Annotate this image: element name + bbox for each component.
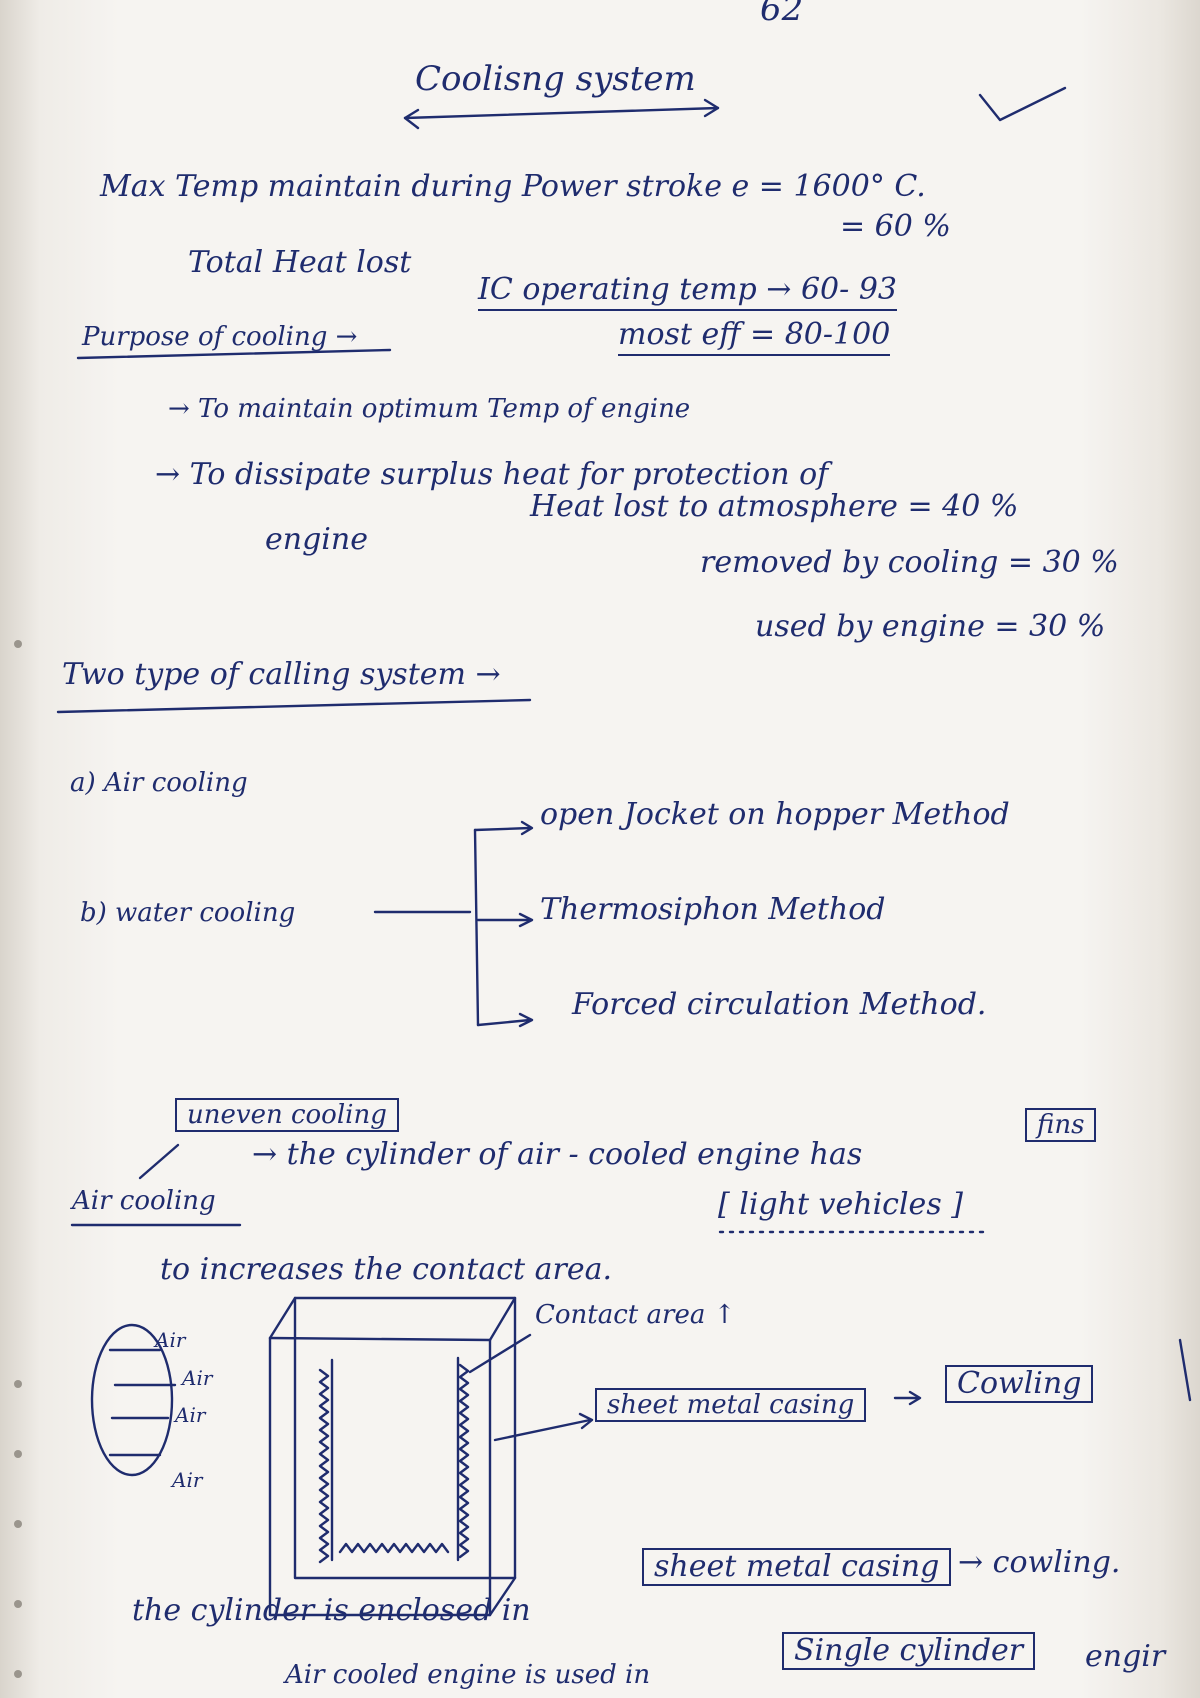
engine-tail-text: engir	[1085, 1639, 1166, 1674]
fins-box: fins	[1025, 1108, 1097, 1142]
uneven-pointer	[138, 1143, 180, 1180]
method-thermosiphon: Thermosiphon Method	[540, 892, 886, 927]
arrowhead-cowling	[908, 1390, 922, 1406]
purpose-point-2-cont: engine	[265, 522, 368, 557]
purpose-point-1: → To maintain optimum Temp of engine	[168, 394, 691, 424]
cowling-box: Cowling	[945, 1365, 1094, 1403]
binding-hole	[14, 1670, 22, 1678]
fins-bottom	[338, 1542, 450, 1554]
single-cylinder-box: Single cylinder	[782, 1632, 1036, 1670]
two-types-underline	[56, 698, 532, 714]
cylinder-enclosed-line: the cylinder is enclosed in	[132, 1593, 531, 1628]
two-types-heading: Two type of calling system →	[62, 657, 501, 692]
block-edge	[488, 1296, 517, 1342]
method-forced-circulation: Forced circulation Method.	[572, 987, 987, 1022]
bracket-bottom	[476, 1018, 532, 1027]
max-temp-line: Max Temp maintain during Power stroke e …	[100, 169, 926, 204]
air-cooling-note: Air cooling	[72, 1186, 216, 1216]
purpose-point-2: → To dissipate surplus heat for protecti…	[155, 457, 829, 492]
page-title: Coolisng system	[415, 59, 696, 99]
arrowhead-method2	[518, 912, 534, 928]
heat-removed-cooling: removed by cooling = 30 %	[700, 545, 1119, 580]
contact-area-label: Contact area ↑	[535, 1300, 736, 1330]
casing-pointer	[493, 1418, 592, 1442]
binding-hole	[14, 640, 22, 648]
air-label-3: Air	[175, 1403, 206, 1427]
arrowhead-right	[703, 98, 720, 118]
check-mark	[978, 86, 1067, 122]
binding-hole	[14, 1380, 22, 1388]
heat-used-engine: used by engine = 30 %	[755, 609, 1106, 644]
stray-mark	[1178, 1338, 1192, 1402]
bracket-top	[473, 826, 532, 832]
air-cooled-engine-line: Air cooled engine is used in	[285, 1660, 651, 1690]
air-label-4: Air	[172, 1468, 203, 1492]
block-edge	[268, 1296, 297, 1340]
ic-operating-temp: IC operating temp → 60- 93	[478, 275, 897, 311]
increase-contact-area: to increases the contact area.	[160, 1252, 613, 1287]
block-edge	[268, 1336, 492, 1342]
method-open-jacket: open Jocket on hopper Method	[540, 797, 1010, 832]
water-cooling-item: b) water cooling	[80, 898, 296, 928]
arrowhead-method3	[518, 1012, 534, 1028]
air-label-1: Air	[155, 1328, 186, 1352]
fins-right	[458, 1363, 470, 1559]
cylinder-outer	[293, 1296, 517, 1580]
title-underline-arrow	[403, 106, 720, 120]
sheet-metal-casing-box: sheet metal casing	[595, 1388, 867, 1422]
air-cooling-item: a) Air cooling	[70, 768, 248, 798]
binding-hole	[14, 1600, 22, 1608]
most-efficient-temp: most eff = 80-100	[618, 320, 891, 356]
arrowhead-method1	[520, 820, 534, 836]
air-label-2: Air	[182, 1366, 213, 1390]
purpose-heading: Purpose of cooling →	[82, 322, 358, 352]
heat-lost-pct: = 60 %	[840, 209, 951, 244]
uneven-cooling-box: uneven cooling	[175, 1098, 399, 1132]
sheet-metal-casing-box-2: sheet metal casing	[642, 1548, 952, 1586]
binding-hole	[14, 1520, 22, 1528]
heat-to-atmosphere: Heat lost to atmosphere = 40 %	[530, 489, 1019, 524]
binding-hole	[14, 1450, 22, 1458]
bracket-spine	[473, 828, 480, 1027]
arrowhead-casing	[578, 1412, 594, 1430]
cylinder-fins-line: → the cylinder of air - cooled engine ha…	[252, 1137, 863, 1172]
total-heat-lost: Total Heat lost	[188, 245, 412, 280]
arrowhead-left	[403, 108, 420, 130]
page-number: 62	[760, 0, 804, 29]
cowling-note: → cowling.	[958, 1545, 1121, 1580]
fins-left	[318, 1368, 330, 1564]
contact-area-pointer	[468, 1333, 532, 1374]
light-vehicles: [ light vehicles ]	[718, 1187, 963, 1222]
